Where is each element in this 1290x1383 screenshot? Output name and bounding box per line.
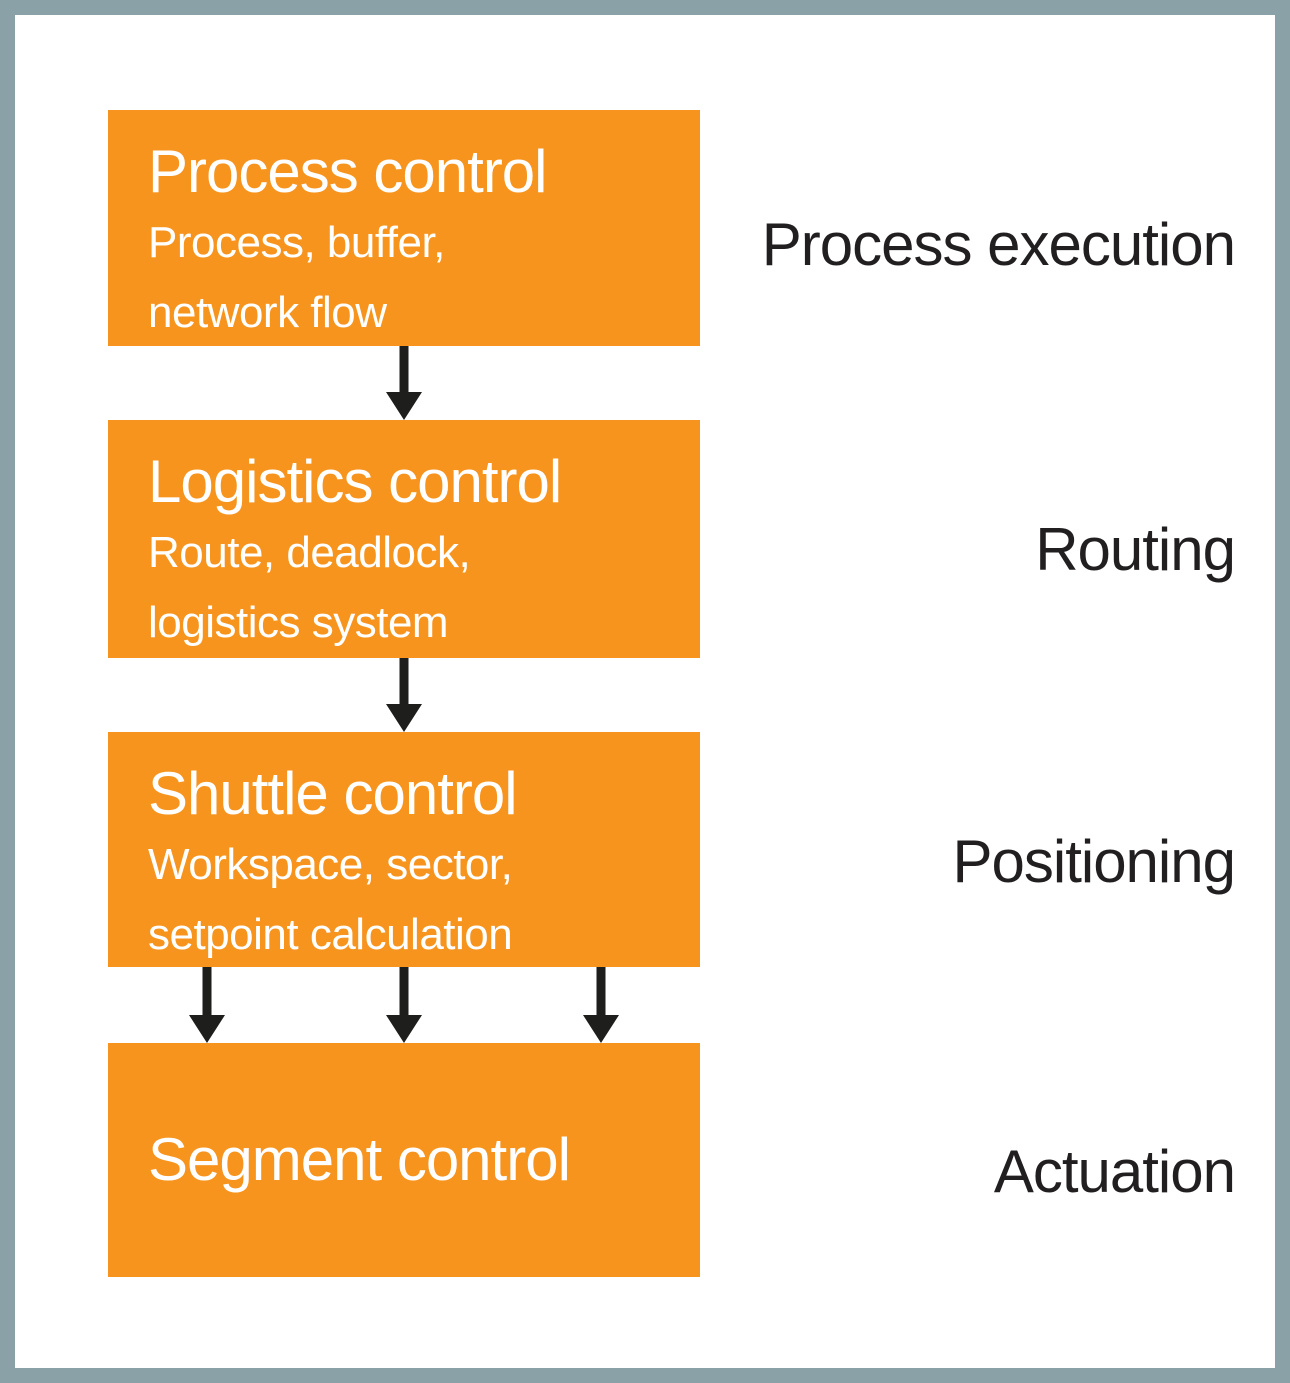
arrow-head [386,704,422,732]
stage-label-routing: Routing [1035,516,1236,583]
arrow-shaft [202,967,212,1017]
flow-arrow-down [386,658,422,732]
arrow-shaft [399,346,409,394]
arrow-head [386,392,422,420]
box-subtitle-line: network flow [148,288,387,337]
stage-label-process-execution: Process execution [761,211,1236,278]
flow-arrow-down [583,967,619,1043]
box-subtitle-line: logistics system [148,598,449,647]
box-shuttle-control: Shuttle control Workspace, sector, setpo… [108,732,700,967]
arrow-head [386,1015,422,1043]
box-title: Shuttle control [148,760,518,827]
box-segment-control: Segment control [108,1043,700,1277]
arrow-shaft [399,658,409,706]
flow-arrow-down [189,967,225,1043]
box-subtitle-line: setpoint calculation [148,910,513,959]
box-subtitle-line: Route, deadlock, [148,528,471,577]
arrow-shaft [399,967,409,1017]
arrow-shaft [596,967,606,1017]
stage-label-actuation: Actuation [993,1138,1236,1205]
stage-label-positioning: Positioning [952,828,1236,895]
box-subtitle-line: Process, buffer, [148,218,445,267]
box-title: Logistics control [148,448,562,515]
arrow-head [189,1015,225,1043]
box-title: Process control [148,138,548,205]
box-process-control: Process control Process, buffer, network… [108,110,700,346]
flow-arrow-down [386,967,422,1043]
box-subtitle-line: Workspace, sector, [148,840,513,889]
arrow-head [583,1015,619,1043]
box-logistics-control: Logistics control Route, deadlock, logis… [108,420,700,658]
flow-arrow-down [386,346,422,420]
box-title: Segment control [148,1126,571,1193]
